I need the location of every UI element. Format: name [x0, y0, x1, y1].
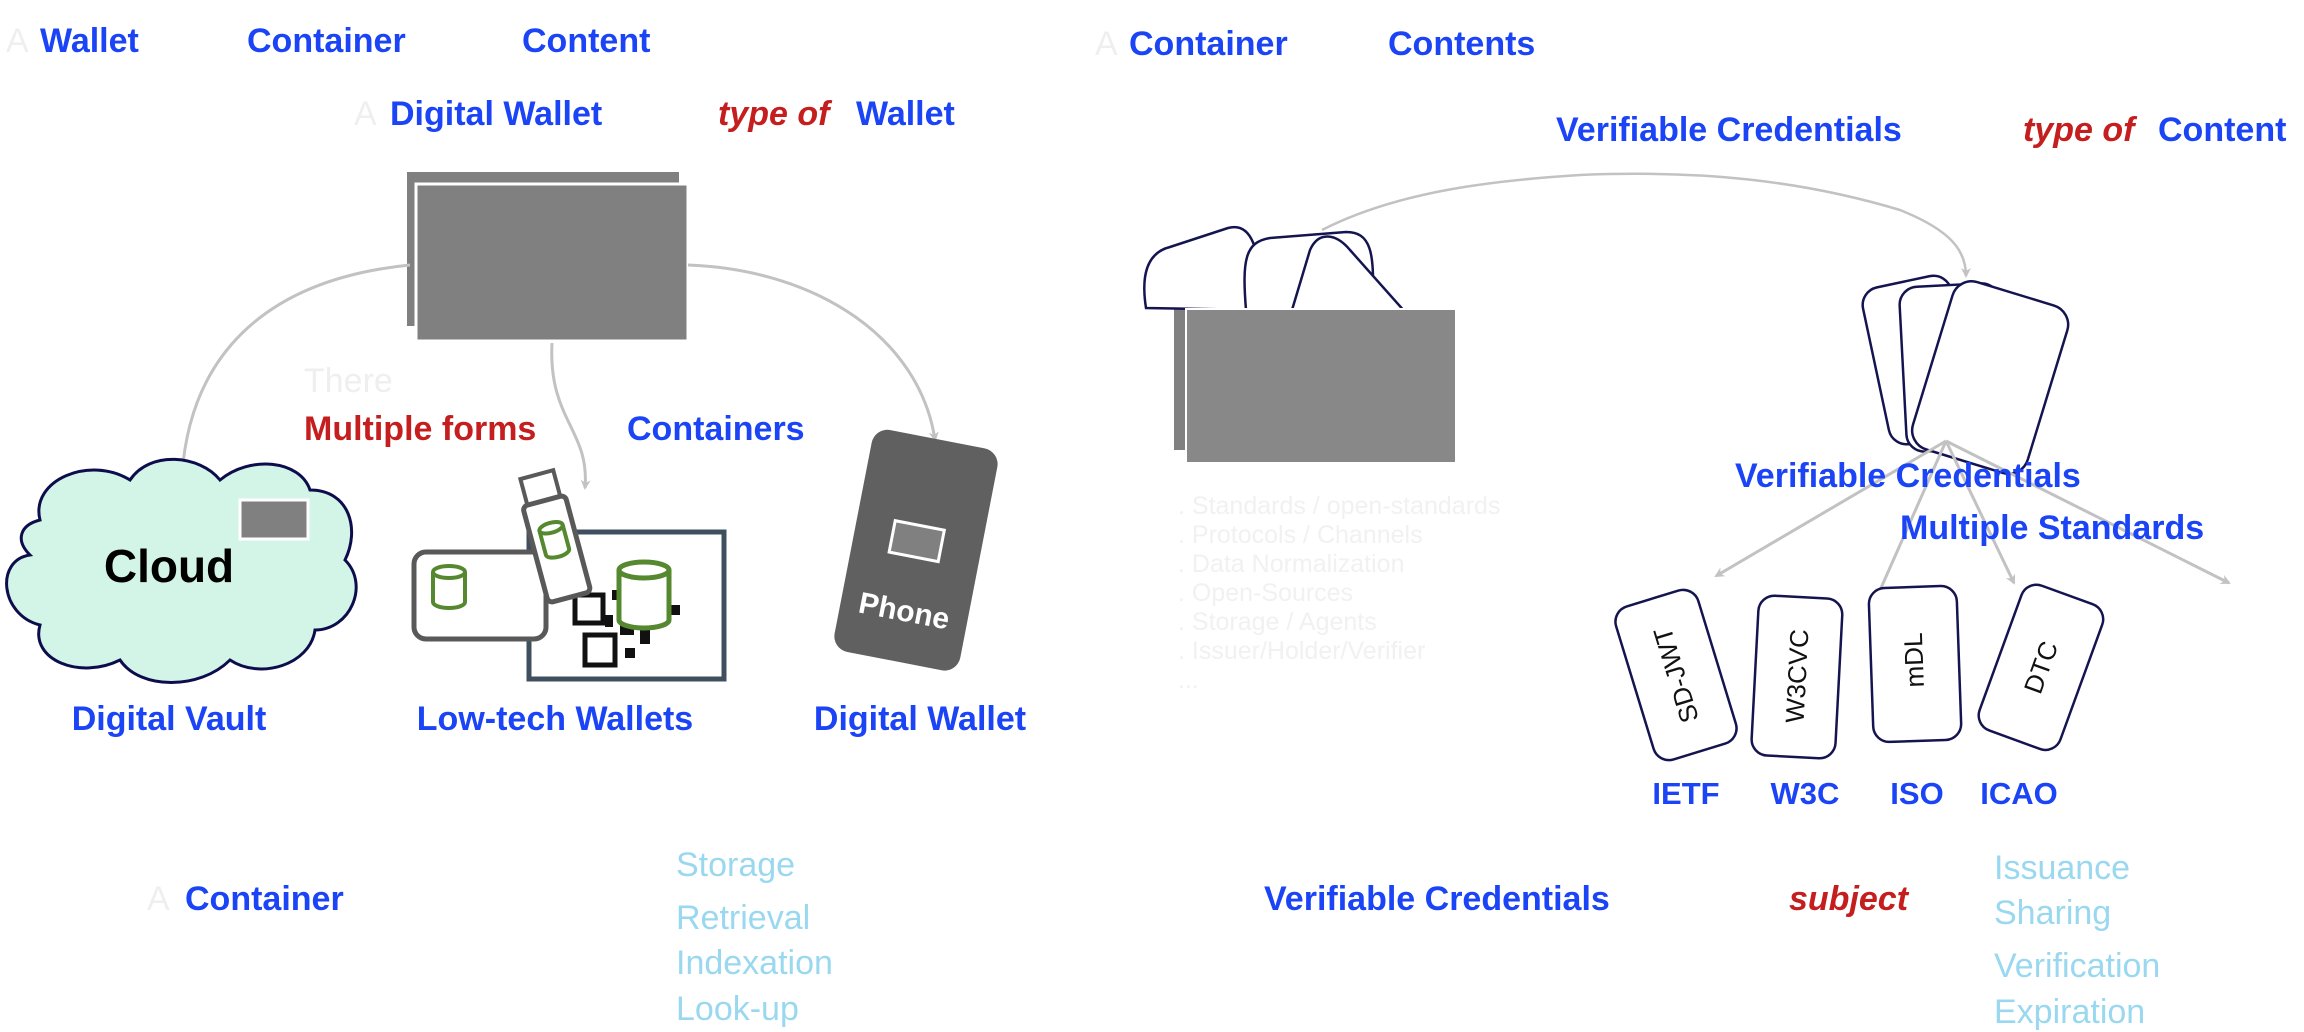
credential-card-sd-jwt: SD-JWT: [1614, 588, 1738, 762]
function-item: Look-up: [676, 990, 799, 1028]
card-format-label: W3CVC: [1780, 628, 1815, 723]
credentials-stack-icon: [1861, 274, 2070, 476]
low-tech-wallets-icon: [411, 467, 727, 682]
topic-item: . Protocols / Channels: [1178, 521, 1423, 549]
label-digital-wallet: Digital Wallet: [814, 700, 1026, 738]
topic-item: ...: [1178, 666, 1199, 694]
label-low-tech-wallets: Low-tech Wallets: [417, 700, 693, 738]
container-functions-list: Storage Retrieval Indexation Look-up: [676, 846, 833, 1028]
caption-multiple-standards: Multiple Standards: [1900, 509, 2204, 547]
text-containers: Containers: [627, 410, 805, 448]
card-format-label: mDL: [1898, 632, 1930, 688]
arrow-container-to-credentials: [1321, 172, 1971, 278]
term-contents: Contents: [1388, 25, 1535, 63]
credential-card-w3cvc: W3CVC: [1750, 594, 1844, 760]
database-icon: [431, 564, 467, 610]
term-container: Container: [185, 880, 344, 918]
standards-arrows: [1714, 439, 2231, 599]
cloud-label: Cloud: [104, 540, 234, 592]
credential-card-mdl: mDL: [1867, 584, 1963, 744]
term-content: Content: [522, 22, 650, 60]
term-verifiable-credentials: Verifiable Credentials: [1264, 880, 1610, 918]
term-verifiable-credentials: Verifiable Credentials: [1556, 111, 1902, 149]
phone-icon: Phone: [834, 429, 998, 671]
lifecycle-item: Verification: [1994, 947, 2160, 985]
function-item: Storage: [676, 846, 795, 884]
arrow-to-phone: [687, 263, 939, 442]
arrow-to-lowtech: [550, 342, 591, 490]
article-a: A: [6, 22, 29, 60]
term-digital-wallet: Digital Wallet: [390, 95, 602, 133]
container-topics-list: . Standards / open-standards . Protocols…: [1178, 492, 1500, 694]
relation-type-of: type of: [718, 95, 833, 133]
wallet-container-icon: [407, 172, 690, 343]
term-content: Content: [2158, 111, 2286, 149]
database-icon: [616, 559, 672, 631]
container-with-credentials-icon: [1143, 225, 1457, 464]
org-label: ICAO: [1980, 776, 2058, 811]
org-label: IETF: [1652, 776, 1719, 811]
term-container: Container: [247, 22, 406, 60]
lifecycle-item: Issuance: [1994, 849, 2130, 887]
topic-item: . Open-Sources: [1178, 579, 1353, 607]
topic-item: . Data Normalization: [1178, 550, 1404, 578]
left-headline: A Wallet Container Content A Digital Wal…: [6, 22, 955, 133]
article-a: A: [147, 880, 170, 918]
function-item: Indexation: [676, 944, 833, 982]
term-container: Container: [1129, 25, 1288, 63]
text-there: There: [304, 362, 393, 400]
credential-card-dtc: DTC: [1977, 583, 2105, 752]
org-label: W3C: [1771, 776, 1840, 811]
function-item: Retrieval: [676, 899, 810, 937]
org-label: ISO: [1890, 776, 1943, 811]
lifecycle-item: Expiration: [1994, 993, 2145, 1031]
term-wallet: Wallet: [856, 95, 955, 133]
article-a: A: [1095, 25, 1118, 63]
cloud-icon: Cloud: [5, 457, 358, 684]
caption-verifiable-credentials: Verifiable Credentials: [1735, 457, 2081, 495]
relation-subject: subject: [1789, 880, 1910, 918]
usb-stick-icon: [517, 467, 593, 605]
topic-item: . Issuer/Holder/Verifier: [1178, 637, 1425, 665]
topic-item: . Standards / open-standards: [1178, 492, 1500, 520]
credential-lifecycle-list: Issuance Sharing Verification Expiration: [1994, 849, 2160, 1031]
article-a: A: [354, 95, 377, 133]
arrow-to-cloud: [177, 263, 411, 477]
topic-item: . Storage / Agents: [1178, 608, 1377, 636]
text-multiple-forms: Multiple forms: [304, 410, 536, 448]
term-wallet: Wallet: [40, 22, 139, 60]
label-digital-vault: Digital Vault: [72, 700, 267, 738]
relation-type-of: type of: [2023, 111, 2138, 149]
lifecycle-item: Sharing: [1994, 894, 2111, 932]
